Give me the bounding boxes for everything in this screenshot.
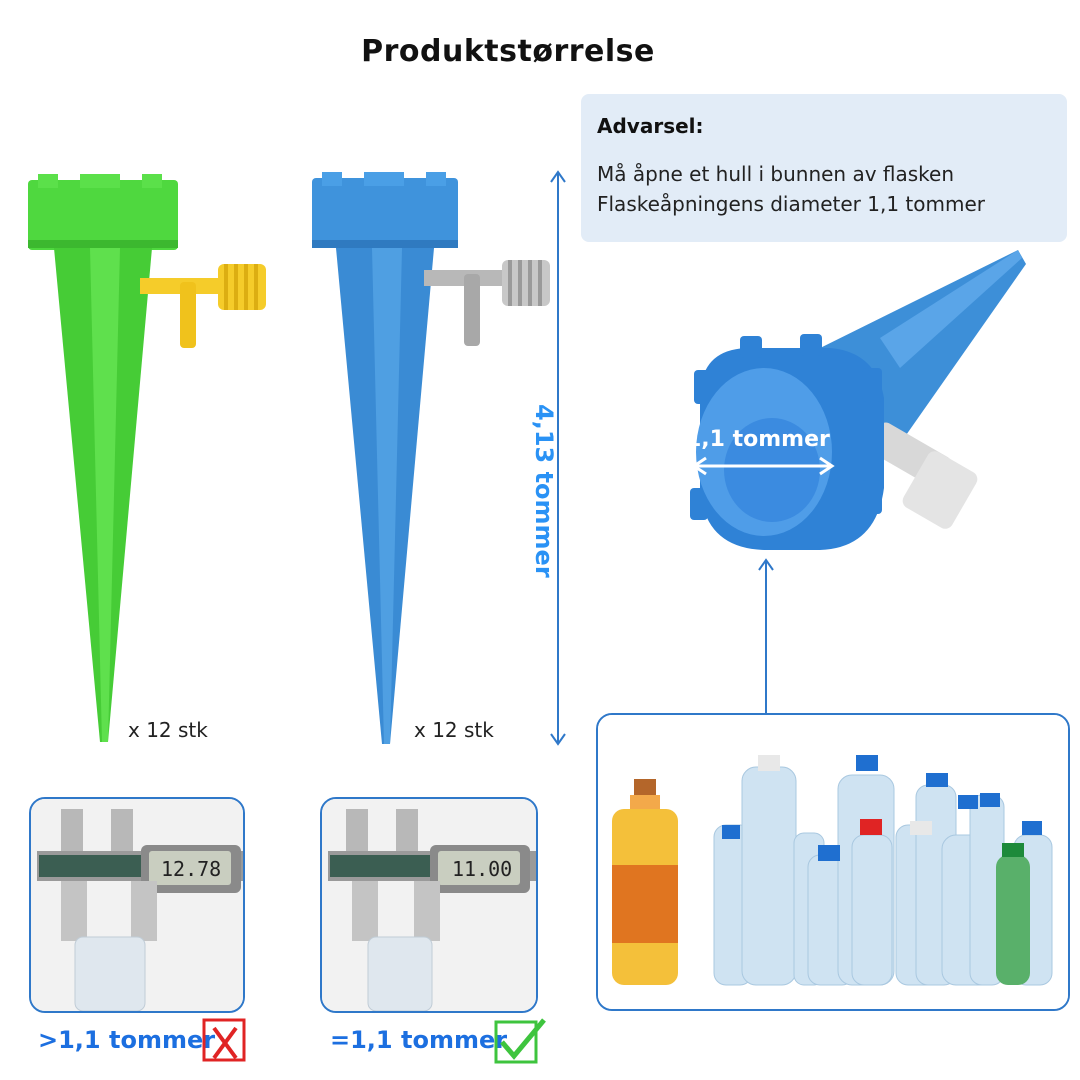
height-arrow-icon bbox=[550, 170, 566, 746]
result-correct: =1,1 tommer bbox=[330, 1026, 507, 1054]
warning-line-1: Må åpne et hull i bunnen av flasken bbox=[597, 162, 955, 186]
bottles-photo bbox=[596, 713, 1070, 1011]
page-title: Produktstørrelse bbox=[361, 34, 655, 69]
green-quantity-label: x 12 stk bbox=[128, 718, 208, 742]
diameter-label: 1,1 tommer bbox=[686, 427, 830, 452]
height-label: 4,13 tommer bbox=[530, 404, 558, 578]
result-text: =1,1 tommer bbox=[330, 1026, 508, 1054]
spike-opening-illustration bbox=[690, 250, 1026, 550]
check-icon bbox=[494, 1018, 546, 1064]
warning-title: Advarsel: bbox=[597, 114, 704, 138]
blue-quantity-label: x 12 stk bbox=[414, 718, 494, 742]
bottles-illustration bbox=[598, 715, 1068, 1009]
result-text: >1,1 tommer bbox=[38, 1026, 216, 1054]
up-arrow-icon bbox=[758, 558, 774, 714]
caliper-photo-correct: 11.00 bbox=[320, 797, 538, 1013]
caliper-reading: 12.78 bbox=[161, 857, 222, 881]
caliper-reading: 11.00 bbox=[452, 857, 513, 881]
bottle-orange-icon bbox=[612, 779, 678, 985]
cross-icon bbox=[202, 1018, 246, 1062]
caliper-illustration bbox=[322, 799, 536, 1011]
result-too-wide: >1,1 tommer bbox=[38, 1026, 215, 1054]
blue-spike-illustration bbox=[312, 172, 550, 744]
caliper-photo-too-wide: 12.78 bbox=[29, 797, 245, 1013]
warning-box: Advarsel: Må åpne et hull i bunnen av fl… bbox=[581, 94, 1067, 242]
green-spike-illustration bbox=[28, 174, 266, 742]
caliper-illustration bbox=[31, 799, 243, 1011]
warning-line-2: Flaskeåpningens diameter 1,1 tommer bbox=[597, 192, 985, 216]
